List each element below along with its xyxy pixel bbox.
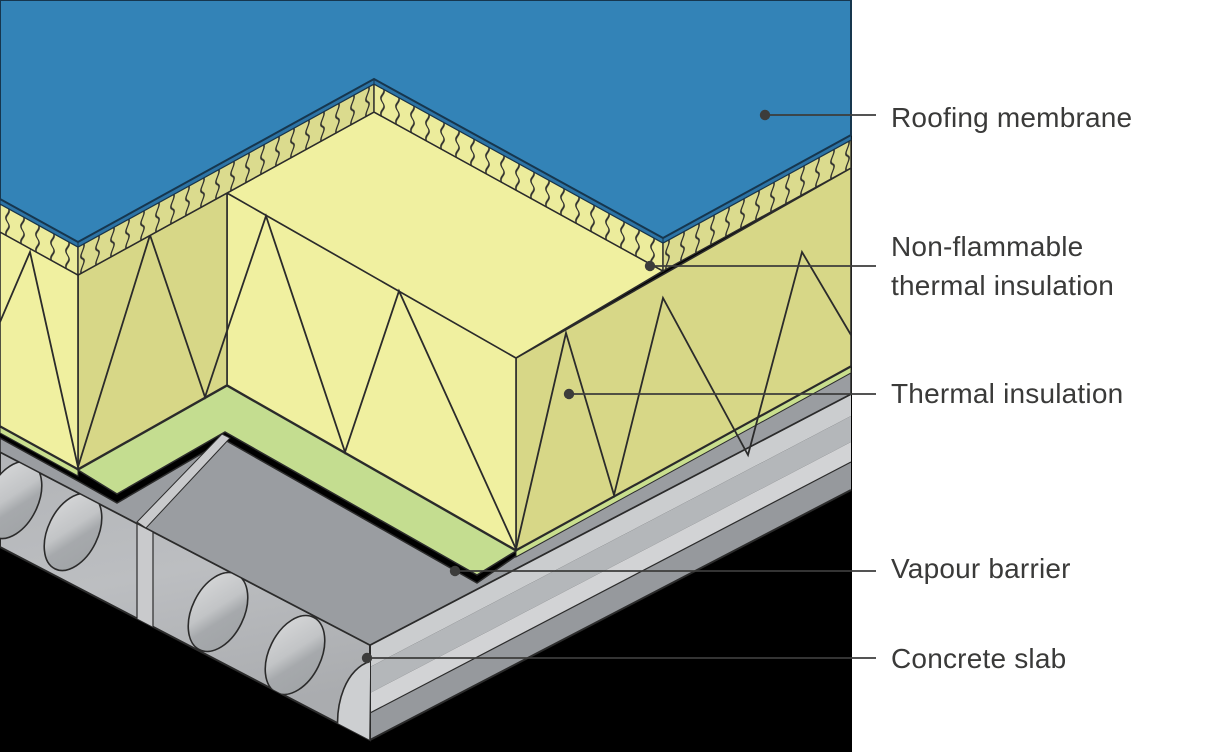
callout-dot-vapour-barrier bbox=[449, 565, 461, 577]
concrete-slab bbox=[0, 369, 852, 742]
label-non-flammable-line2: thermal insulation bbox=[891, 270, 1115, 301]
slab-joint-top bbox=[136, 433, 231, 529]
wool-waves-inner-left bbox=[78, 84, 374, 275]
wool-waves-left bbox=[0, 204, 78, 275]
slab-side-face bbox=[369, 393, 852, 741]
membrane-thickness-edge bbox=[0, 78, 852, 248]
label-roofing-membrane: Roofing membrane bbox=[891, 102, 1133, 133]
vapour-barrier-edge-left bbox=[0, 426, 79, 477]
hollow-cores bbox=[0, 460, 370, 740]
wool-waves-right bbox=[663, 140, 851, 271]
vapour-barrier-edge-right bbox=[515, 366, 852, 558]
vapour-barrier bbox=[0, 366, 852, 576]
label-vapour-barrier: Vapour barrier bbox=[891, 553, 1071, 584]
thermal-insulation bbox=[0, 111, 852, 552]
roofing-membrane bbox=[0, 0, 852, 248]
non-flammable-insulation-layer bbox=[0, 82, 852, 277]
label-non-flammable: Non-flammable thermal insulation bbox=[891, 227, 1114, 305]
label-white-panel bbox=[852, 0, 1212, 752]
callout-dot-thermal-insulation bbox=[563, 388, 575, 400]
vapour-barrier-surface bbox=[76, 385, 518, 576]
callouts bbox=[361, 109, 876, 664]
callout-dot-concrete-slab bbox=[361, 652, 373, 664]
insulation-zigzag-hatch bbox=[0, 213, 852, 550]
label-thermal-insulation: Thermal insulation bbox=[891, 378, 1124, 409]
callout-dot-roofing-membrane bbox=[759, 109, 771, 121]
membrane-top-surface bbox=[0, 0, 852, 244]
label-concrete-slab: Concrete slab bbox=[891, 643, 1067, 674]
label-non-flammable-line1: Non-flammable bbox=[891, 231, 1084, 262]
wool-waves-inner-right bbox=[374, 84, 663, 271]
callout-dot-non-flammable bbox=[644, 260, 656, 272]
